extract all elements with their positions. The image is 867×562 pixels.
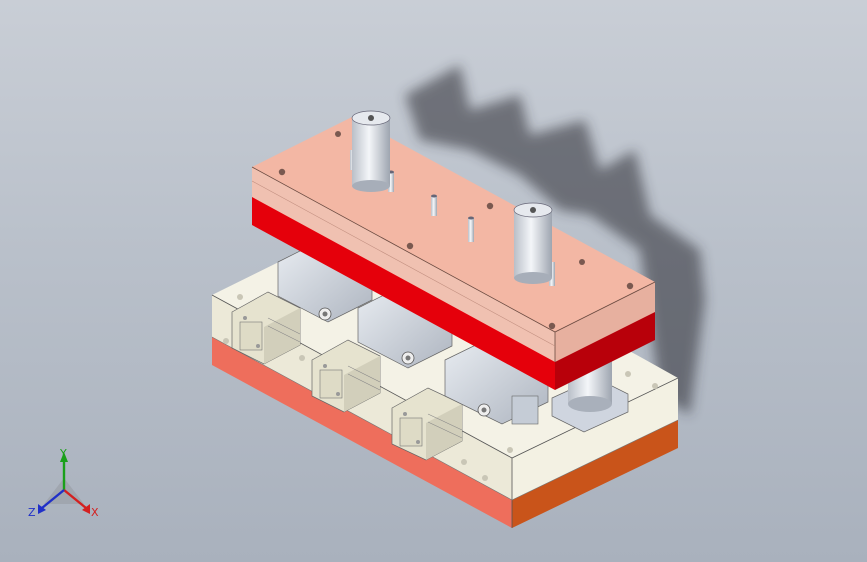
- triad-z-label: Z: [28, 506, 36, 519]
- side-cylinder-1[interactable]: [231, 291, 301, 365]
- model-shadow: [405, 65, 705, 415]
- triad-y-label: Y: [59, 447, 67, 460]
- triad-x-label: X: [91, 506, 99, 519]
- guide-bushing-lower[interactable]: [551, 360, 629, 433]
- view-triad[interactable]: Y X Z: [28, 447, 99, 519]
- side-cylinder-2[interactable]: [311, 339, 381, 413]
- side-cylinder-3[interactable]: [391, 387, 463, 461]
- guide-post-left[interactable]: [351, 110, 391, 192]
- triad-z-axis: [41, 489, 65, 509]
- guide-post-right[interactable]: [513, 202, 553, 284]
- triad-x-axis: [63, 489, 87, 509]
